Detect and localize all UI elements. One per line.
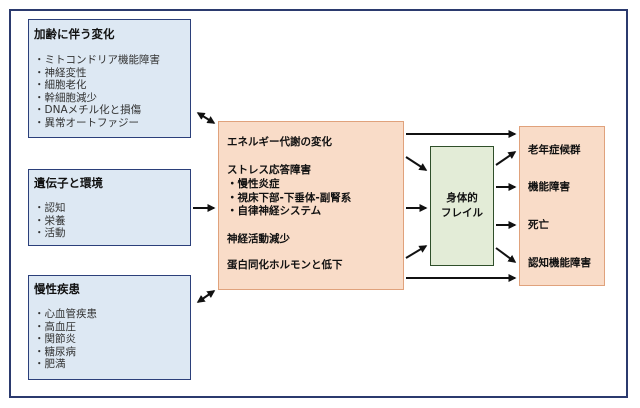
genes-environment-list: ・認知 ・栄養 ・活動 [34,202,66,240]
list-item: ・神経変性 [34,66,87,79]
list-item: ・高血圧 [34,320,76,333]
anabolic-hormone-label: 蛋白同化ホルモンと低下 [227,259,343,271]
genes-environment-title: 遺伝子と環境 [34,176,103,190]
chronic-disease-list: ・心血管疾患 ・高血圧 ・関節炎 ・糖尿病 ・肥満 [34,308,97,371]
list-item: ・関節炎 [34,333,76,346]
chronic-disease-box: 慢性疾患 ・心血管疾患 ・高血圧 ・関節炎 ・糖尿病 ・肥満 [28,275,191,380]
list-item: ・認知 [34,202,66,214]
list-item: ・活動 [34,227,66,240]
aging-changes-list: ・ミトコンドリア機能障害 ・神経変性 ・細胞老化 ・幹細胞減少 ・DNAメチル化… [34,54,160,130]
list-item: ・細胞老化 [34,79,87,92]
list-item: ・糖尿病 [34,345,76,358]
list-item: ・肥満 [34,358,66,371]
outcome-geriatric-syndrome: 老年症候群 [528,144,581,156]
aging-changes-box: 加齢に伴う変化 ・ミトコンドリア機能障害 ・神経変性 ・細胞老化 ・幹細胞減少 … [28,19,191,138]
list-item: ・視床下部-下垂体-副腎系 [227,191,352,204]
arrow-frailty-cognitive [495,247,517,263]
list-item: ・ミトコンドリア機能障害 [34,54,160,66]
arrow-mechanisms-frailty-bottom [405,245,428,259]
stress-response-label: ストレス応答障害 [227,164,311,176]
physical-frailty-line2: フレイル [441,207,483,219]
physical-frailty-line1: 身体的 [446,192,478,204]
genes-environment-box: 遺伝子と環境 ・認知 ・栄養 ・活動 [28,169,191,246]
list-item: ・DNAメチル化と損傷 [34,104,142,117]
outcome-cognitive-impairment: 認知機能障害 [528,257,591,269]
aging-changes-title: 加齢に伴う変化 [34,27,115,41]
physical-frailty-box: 身体的 フレイル [430,146,494,266]
list-item: ・心血管疾患 [34,308,97,320]
neural-activity-label: 神経活動減少 [227,233,290,245]
arrow-frailty-geriatric [495,151,517,166]
outcomes-box: 老年症候群 機能障害 死亡 認知機能障害 [519,126,605,286]
list-item: ・慢性炎症 [227,178,280,190]
list-item: ・異常オートファジー [34,116,139,129]
arrow-chronic-mechanisms [196,290,216,303]
chronic-disease-title: 慢性疾患 [34,282,80,296]
diagram-frame [9,9,628,398]
list-item: ・幹細胞減少 [34,91,97,104]
stress-response-list: ・慢性炎症 ・視床下部-下垂体-副腎系 ・自律神経システム [227,178,351,219]
outcome-functional-impairment: 機能障害 [528,181,570,193]
list-item: ・栄養 [34,214,66,227]
mechanisms-box: エネルギー代謝の変化 ストレス応答障害 ・慢性炎症 ・視床下部-下垂体-副腎系 … [218,121,404,290]
outcome-death: 死亡 [528,219,549,231]
arrow-mechanisms-frailty-top [405,156,428,171]
arrow-aging-mechanisms [196,112,216,124]
list-item: ・自律神経システム [227,205,322,217]
energy-metabolism-label: エネルギー代謝の変化 [227,136,332,148]
